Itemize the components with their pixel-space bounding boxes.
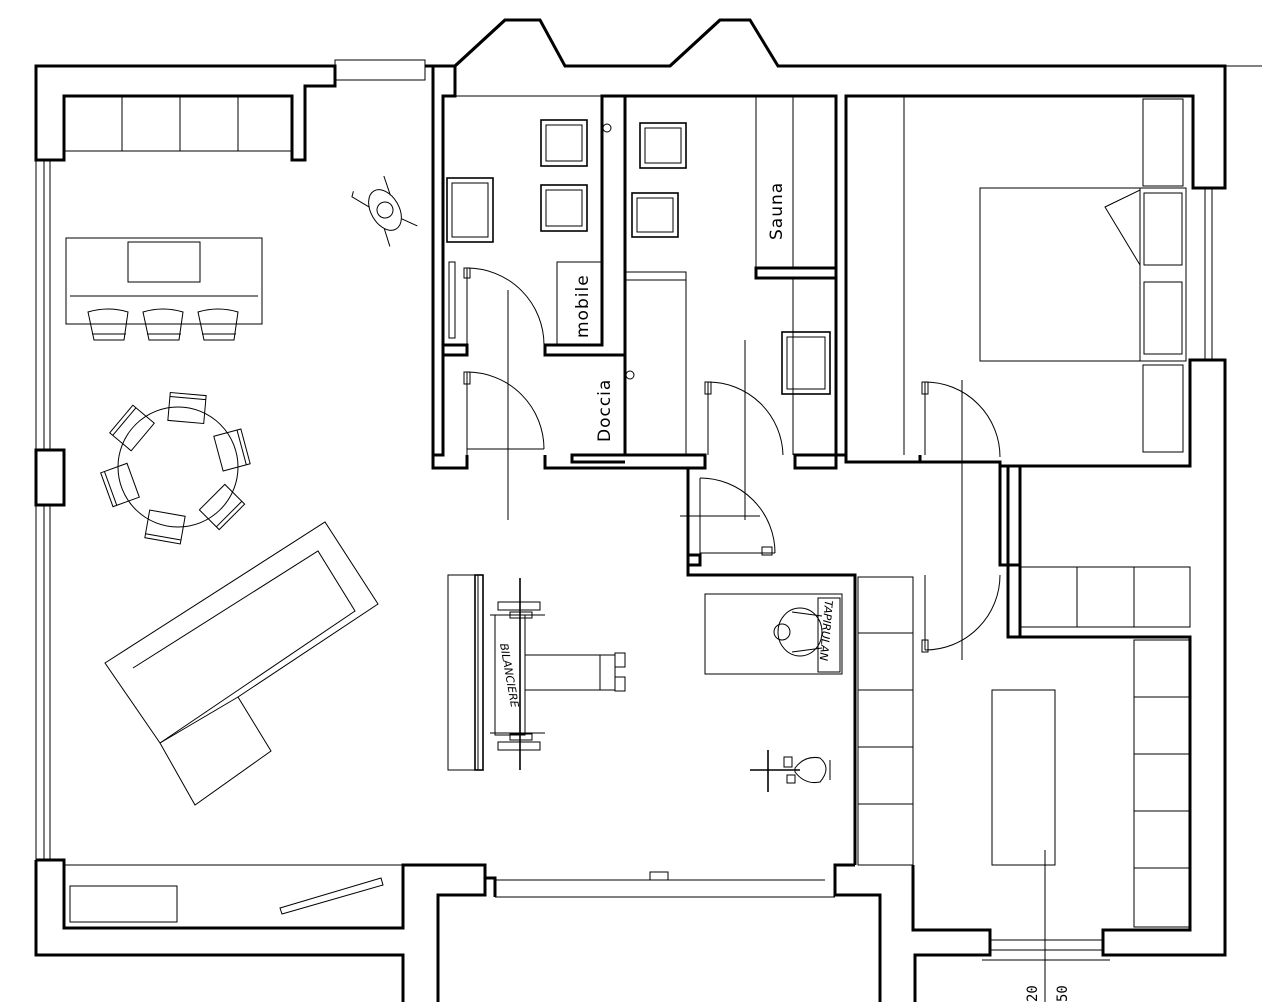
bathroom-fixtures-left <box>446 119 612 346</box>
dimension-20: 20 <box>1025 985 1041 1002</box>
study-furniture <box>857 576 1191 1002</box>
door-bedroom <box>921 380 1001 660</box>
wardrobe-right <box>1019 566 1191 628</box>
bathroom-fixtures-right <box>625 96 831 520</box>
sectional-sofa <box>104 521 379 806</box>
person-figure <box>351 175 418 247</box>
mobile-label: mobile <box>573 274 593 338</box>
bilanciere-label: BILANCIERE <box>497 642 521 708</box>
door-shower-room <box>704 381 784 456</box>
bedroom-furniture <box>903 96 1187 455</box>
kitchen-island <box>65 237 263 325</box>
dining-table <box>100 391 251 545</box>
door-study <box>921 574 1001 653</box>
sauna-label: Sauna <box>767 182 787 240</box>
dimension-50: 50 <box>1055 985 1071 1002</box>
tapirulan-label: TAPIRULAN <box>817 600 835 662</box>
door-hall <box>680 477 776 556</box>
sideboard <box>63 864 404 929</box>
exercise-bike <box>750 750 831 792</box>
door-bathroom-left <box>463 267 545 520</box>
door-closet-left <box>463 371 545 455</box>
bar-stools <box>87 308 239 341</box>
kitchen-counter <box>63 95 293 152</box>
treadmill <box>704 593 843 675</box>
exterior-walls <box>34 18 1262 1002</box>
doccia-label: Doccia <box>595 379 615 442</box>
weight-bench <box>447 574 626 771</box>
interior-walls <box>431 95 1022 865</box>
